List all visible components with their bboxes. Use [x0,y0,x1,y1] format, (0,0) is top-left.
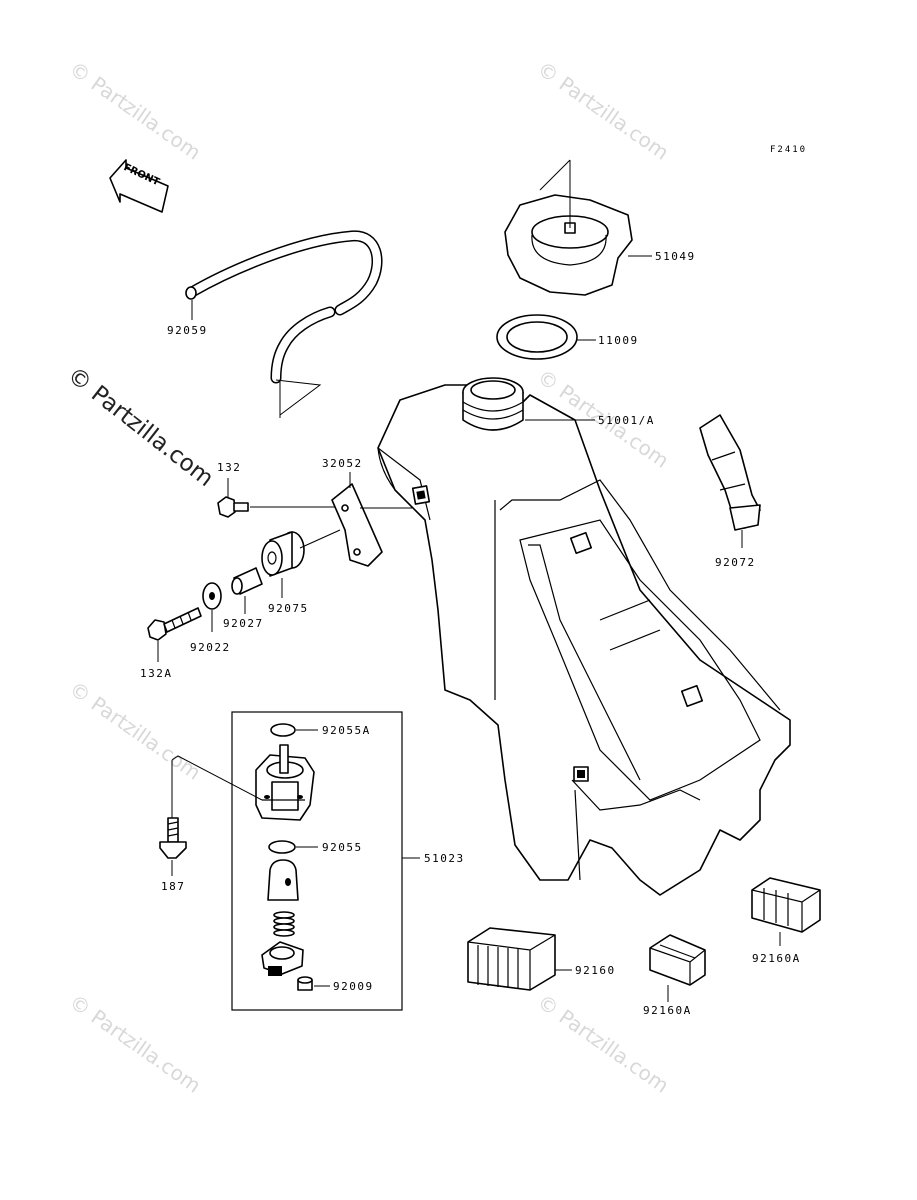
callout-51001a: 51001/A [598,414,655,427]
o-ring-92055 [268,840,296,854]
bolt-132a [147,607,202,662]
breather-hose [185,230,383,418]
diagram-code: F2410 [770,145,807,155]
o-ring-92055a [270,723,296,737]
fuel-tank [377,377,791,896]
callout-92075: 92075 [268,602,309,615]
callout-92160: 92160 [575,964,616,977]
fuel-cap [504,159,652,296]
callout-32052: 32052 [322,457,363,470]
callout-92072: 92072 [715,556,756,569]
callout-92009: 92009 [333,980,374,993]
callout-92059: 92059 [167,324,208,337]
callout-11009: 11009 [598,334,639,347]
callout-92160a: 92160A [643,1004,692,1017]
callout-92027: 92027 [223,617,264,630]
collar [231,567,263,614]
callout-92022: 92022 [190,641,231,654]
valve-spring [273,911,295,937]
cap-gasket [496,314,596,360]
callout-92055: 92055 [322,841,363,854]
rubber-pad-92160a-center [649,934,706,1002]
rubber-pad-92160 [467,927,572,991]
callout-51023: 51023 [424,852,465,865]
watermark: © Partzilla.com [65,989,205,1097]
rubber-damper [261,529,341,598]
front-arrow-icon: FRONT [109,159,169,213]
callout-187: 187 [161,880,185,893]
bolt-187 [159,817,187,876]
fuel-valve-assembly [171,711,420,1011]
callout-92055a: 92055A [322,724,371,737]
watermark: © Partzilla.com [65,676,205,784]
callout-51049: 51049 [655,250,696,263]
callout-92160a: 92160A [752,952,801,965]
watermark: © Partzilla.com [533,56,673,164]
tank-strap [699,414,761,548]
callout-132a: 132A [140,667,173,680]
bracket [331,472,412,567]
washer [202,582,222,632]
callout-132: 132 [217,461,241,474]
bolt-132 [217,478,335,518]
rubber-pad-92160a-right [751,877,821,946]
watermark-main: © Partzilla.com [62,362,218,492]
watermark: © Partzilla.com [65,56,205,164]
